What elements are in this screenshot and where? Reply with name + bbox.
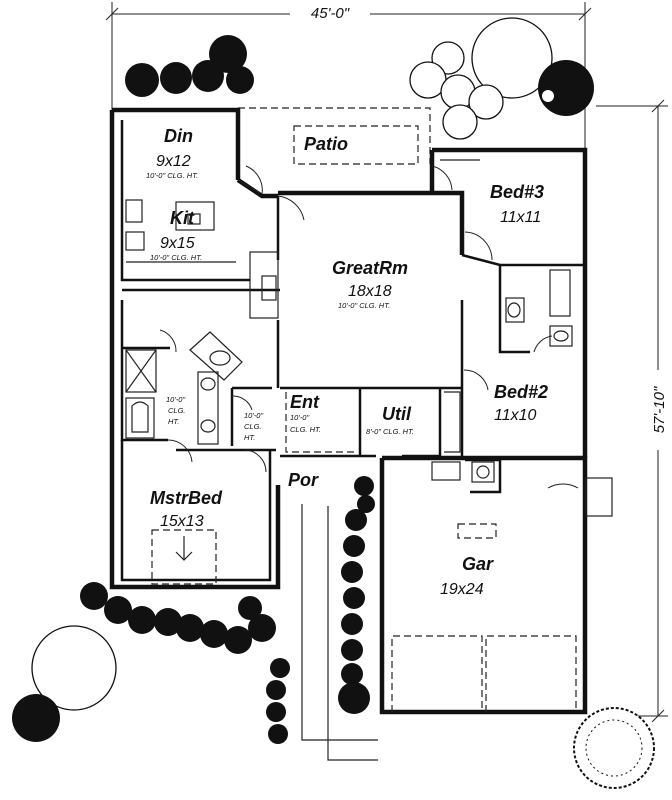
mbath-ceiling-2: CLG. (168, 406, 186, 415)
bed3-size: 11x11 (500, 209, 541, 226)
shrubs-walkway (338, 476, 375, 714)
gar-label: Gar (462, 554, 494, 574)
greatrm-label: GreatRm (332, 258, 408, 278)
hall-ceiling-2: CLG. (244, 422, 262, 431)
width-dimension-label: 45'-0" (311, 5, 350, 22)
doors (159, 165, 553, 473)
shrubs-top-left (125, 35, 254, 97)
ent-label: Ent (290, 392, 320, 412)
greatrm-ceiling: 10'-0" CLG. HT. (338, 301, 390, 310)
din-size: 9x12 (156, 153, 191, 170)
hall-ceiling-3: HT. (244, 433, 255, 442)
patio-area (238, 107, 431, 165)
exterior-walls (109, 107, 588, 715)
tree-top-right (409, 17, 594, 140)
hall-ceiling-1: 10'-0" (244, 411, 263, 420)
depth-dimension: 57'-10" (596, 99, 669, 723)
din-label: Din (164, 126, 193, 146)
greatrm-size: 18x18 (348, 283, 392, 300)
bed2-size: 11x10 (494, 407, 537, 424)
patio-label: Patio (304, 134, 348, 154)
bed2-label: Bed#2 (494, 382, 548, 402)
width-dimension: 45'-0" (105, 2, 592, 150)
mstrbed-size: 15x13 (160, 513, 204, 530)
util-label: Util (382, 404, 412, 424)
ent-ceiling-1: 10'-0" (290, 413, 309, 422)
mbath-ceiling-1: 10'-0" (166, 395, 185, 404)
hall-bath-fixtures (505, 269, 573, 347)
garage-details (391, 477, 613, 712)
mstrbed-label: MstrBed (150, 488, 223, 508)
entry-dashes (285, 392, 356, 453)
interior-walls (120, 120, 585, 582)
kit-ceiling: 10'-0" CLG. HT. (150, 253, 202, 262)
tree-bottom-left (12, 625, 117, 742)
closet-fixtures (440, 159, 480, 453)
kit-size: 9x15 (160, 235, 195, 252)
mbath-ceiling-3: HT. (168, 417, 179, 426)
master-bath-fixtures (125, 331, 243, 445)
bed3-label: Bed#3 (490, 182, 544, 202)
attic-access (151, 529, 217, 585)
depth-dimension-label: 57'-10" (651, 386, 668, 433)
gar-size: 19x24 (440, 581, 484, 598)
kit-label: Kit (170, 208, 195, 228)
utility-fixtures (431, 461, 495, 483)
kitchen-fixtures (125, 199, 279, 319)
util-ceiling: 8'-0" CLG. HT. (366, 427, 414, 436)
din-ceiling: 10'-0" CLG. HT. (146, 171, 198, 180)
walkway (301, 504, 378, 761)
shrubs-bottom (80, 582, 290, 744)
tree-bottom-right (573, 707, 655, 789)
por-label: Por (288, 470, 319, 490)
ent-ceiling-2: CLG. HT. (290, 425, 321, 434)
